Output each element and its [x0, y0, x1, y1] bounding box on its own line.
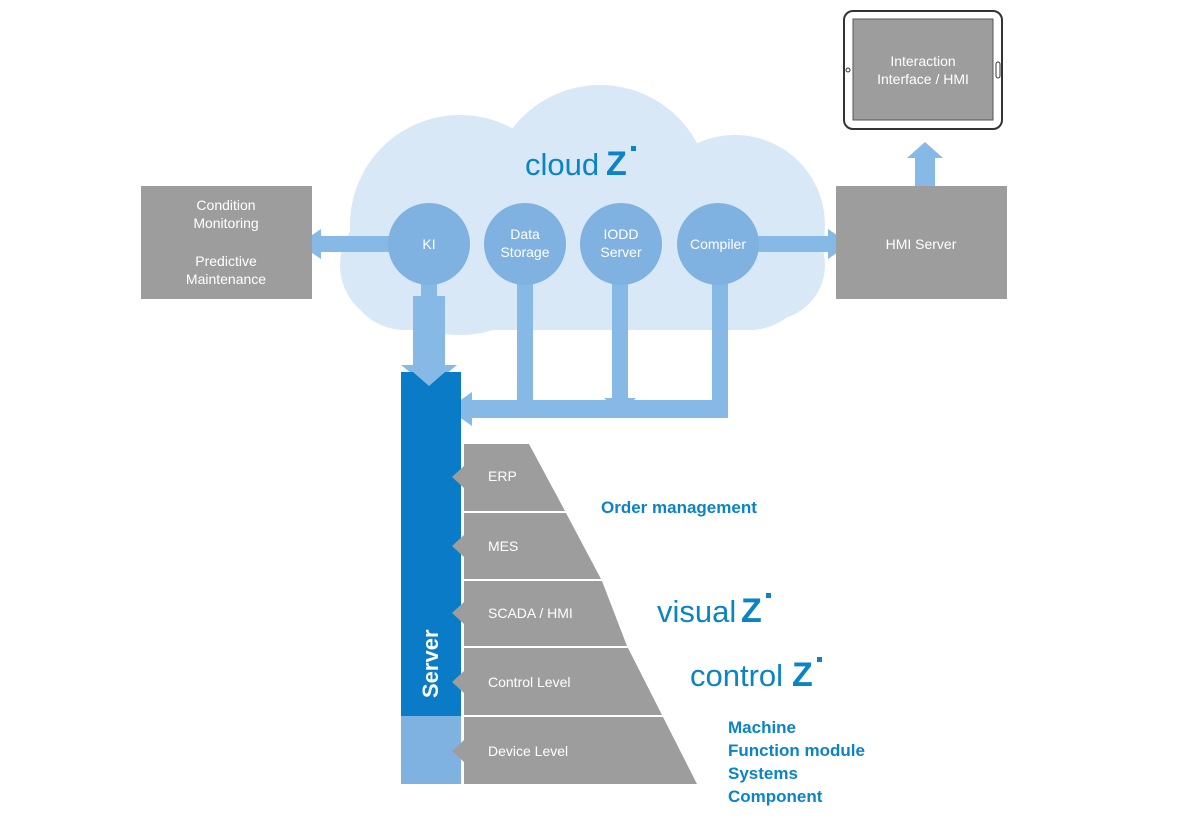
controlz-logo: control Z: [690, 656, 822, 694]
stem-iodd-server: [612, 280, 628, 400]
pyramid-level-scada[interactable]: SCADA / HMI: [452, 581, 627, 646]
visualz-brand-text: visual: [657, 594, 736, 629]
pyramid-level-mes[interactable]: MES: [452, 513, 601, 579]
arrow-hmi-to-tablet: [907, 142, 943, 187]
level-mes-label: MES: [488, 538, 518, 554]
visualz-z-mark: Z: [741, 592, 762, 630]
condition-line3: Predictive: [195, 253, 257, 269]
order-management-label: Order management: [601, 498, 757, 517]
arrow-ki-server: [401, 278, 457, 388]
machine-list: Machine Function module Systems Componen…: [728, 718, 865, 806]
node-iodd-line2: Server: [600, 244, 642, 260]
cloudz-brand-text: cloud: [525, 147, 599, 182]
machine-list-item: Component: [728, 787, 823, 806]
arrows: [299, 142, 943, 426]
node-compiler[interactable]: Compiler: [677, 203, 759, 285]
hmi-server-label: HMI Server: [886, 236, 957, 252]
level-scada-label: SCADA / HMI: [488, 605, 573, 621]
arrow-ki-to-condition: [299, 229, 391, 259]
node-iodd-line1: IODD: [604, 226, 639, 242]
machine-list-item: Machine: [728, 718, 796, 737]
pyramid-level-control[interactable]: Control Level: [452, 648, 662, 715]
controlz-dot: [817, 657, 822, 662]
cloudz-z-mark: Z: [606, 145, 627, 183]
arrow-iodd-notch: [604, 398, 636, 412]
level-control-label: Control Level: [488, 674, 571, 690]
condition-line1: Condition: [196, 197, 255, 213]
node-ki-label: KI: [422, 236, 435, 252]
machine-list-item: Systems: [728, 764, 798, 783]
server-column[interactable]: Server: [401, 372, 461, 784]
server-label: Server: [418, 629, 443, 698]
visualz-logo: visual Z: [657, 592, 771, 630]
node-data-storage[interactable]: Data Storage: [484, 203, 566, 285]
controlz-brand-text: control: [690, 658, 783, 693]
level-erp-label: ERP: [488, 468, 517, 484]
level-device-label: Device Level: [488, 743, 568, 759]
condition-monitoring-box[interactable]: Condition Monitoring Predictive Maintena…: [141, 186, 312, 299]
node-data-storage-line2: Storage: [500, 244, 549, 260]
condition-line4: Maintenance: [186, 271, 266, 287]
machine-list-item: Function module: [728, 741, 865, 760]
tablet-camera-icon: [845, 67, 851, 73]
visualz-dot: [766, 593, 771, 598]
node-data-storage-line1: Data: [510, 226, 540, 242]
automation-pyramid: ERP MES SCADA / HMI Control Level Device…: [452, 444, 697, 784]
arrow-bus-to-server: [448, 392, 728, 426]
pyramid-level-erp[interactable]: ERP: [452, 444, 565, 511]
cloud-nodes: KI Data Storage IODD Server Compiler: [388, 203, 759, 285]
server-device-segment: [401, 716, 461, 784]
tablet-device[interactable]: Interaction Interface / HMI: [843, 10, 1003, 130]
node-ki[interactable]: KI: [388, 203, 470, 285]
cloudz-dot: [631, 146, 636, 151]
tablet-line2: Interface / HMI: [877, 71, 969, 87]
stem-data-storage: [517, 280, 533, 400]
condition-line2: Monitoring: [193, 215, 258, 231]
node-compiler-label: Compiler: [690, 236, 746, 252]
controlz-z-mark: Z: [792, 656, 813, 694]
hmi-server-box[interactable]: HMI Server: [836, 186, 1007, 299]
tablet-button-icon: [995, 61, 1001, 79]
tablet-line1: Interaction: [890, 53, 955, 69]
stem-compiler: [712, 280, 728, 418]
pyramid-level-device[interactable]: Device Level: [452, 717, 697, 784]
arrow-compiler-to-hmi: [757, 229, 850, 259]
node-iodd-server[interactable]: IODD Server: [580, 203, 662, 285]
cloudz-logo: cloud Z: [525, 145, 636, 183]
